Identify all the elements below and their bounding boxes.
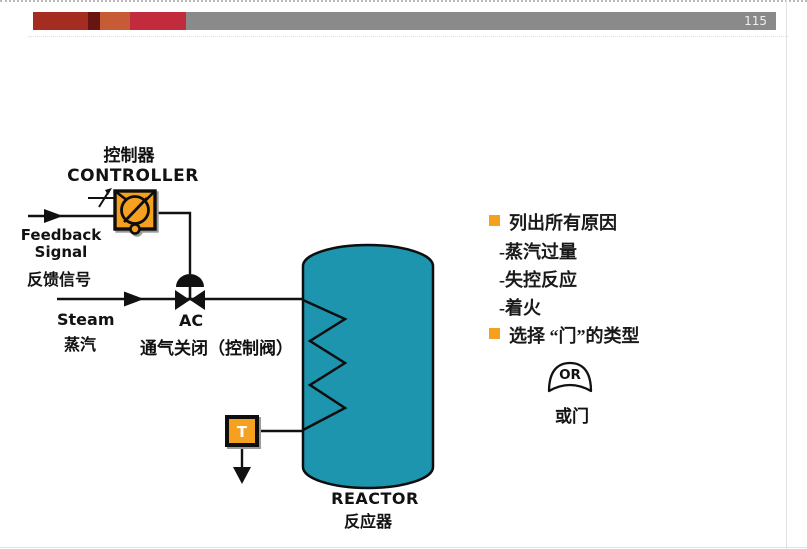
- steam-label-en: Steam: [57, 310, 115, 329]
- note-item-runaway-reaction: -失控反应: [499, 266, 577, 292]
- feedback-label-line1: Feedback: [20, 226, 102, 244]
- sensor-output-arrow-icon: [233, 446, 251, 484]
- reactor-label-en: REACTOR: [331, 489, 419, 508]
- page-number: 115: [744, 14, 767, 28]
- header-bar: 115: [33, 12, 776, 30]
- slide-top-dotted-edge: [0, 0, 807, 2]
- temperature-sensor-icon: T: [225, 415, 259, 447]
- header-block-crimson: [130, 12, 186, 30]
- steam-flow-arrow-icon: [124, 291, 144, 307]
- feedback-label-line2: Signal: [34, 243, 88, 261]
- valve-caption-label: 通气关闭（控制阀）: [140, 339, 293, 359]
- header-block-darkred: [33, 12, 88, 30]
- reactor-vessel: [301, 243, 435, 490]
- note-item-excess-steam: -蒸汽过量: [499, 238, 577, 264]
- control-valve-icon: [175, 274, 205, 310]
- reactor-coil: [302, 298, 348, 432]
- header-gray-bar: 115: [186, 12, 776, 30]
- controller-output-line: [155, 211, 192, 274]
- sensor-label: T: [237, 423, 248, 441]
- steam-label-zh: 蒸汽: [64, 335, 97, 354]
- header-block-maroon: [88, 12, 100, 30]
- controller-title-zh: 控制器: [103, 146, 155, 166]
- feedback-arrow-icon: [44, 209, 63, 223]
- note-item-choose-gate-type: 选择 “门”的类型: [489, 322, 640, 348]
- bullet-square-icon: [489, 215, 500, 226]
- controller-instrument-icon: [113, 189, 157, 235]
- or-gate-caption-zh: 或门: [555, 407, 589, 427]
- or-gate-icon: OR: [547, 361, 593, 393]
- header-divider-dotted: [28, 36, 788, 37]
- note-text: 选择 “门”的类型: [509, 326, 640, 346]
- valve-tag-label: AC: [178, 311, 204, 330]
- electric-signal-line-icon: [88, 188, 115, 208]
- feedback-signal-label-zh: 反馈信号: [27, 270, 92, 289]
- controller-title-en: CONTROLLER: [67, 166, 199, 186]
- reactor-label-zh: 反应器: [343, 512, 393, 531]
- or-gate-label: OR: [559, 367, 581, 383]
- note-item-fire: -着火: [499, 294, 541, 320]
- bullet-square-icon: [489, 328, 500, 339]
- note-text: -失控反应: [499, 270, 577, 290]
- header-block-orange: [100, 12, 130, 30]
- slide-right-edge: [786, 0, 787, 549]
- feedback-signal-label: Feedback Signal: [21, 227, 101, 261]
- note-text: -蒸汽过量: [499, 242, 577, 262]
- note-text: -着火: [499, 298, 541, 318]
- note-text: 列出所有原因: [509, 213, 617, 233]
- note-item-list-causes: 列出所有原因: [489, 209, 617, 235]
- slide-bottom-edge: [0, 547, 807, 548]
